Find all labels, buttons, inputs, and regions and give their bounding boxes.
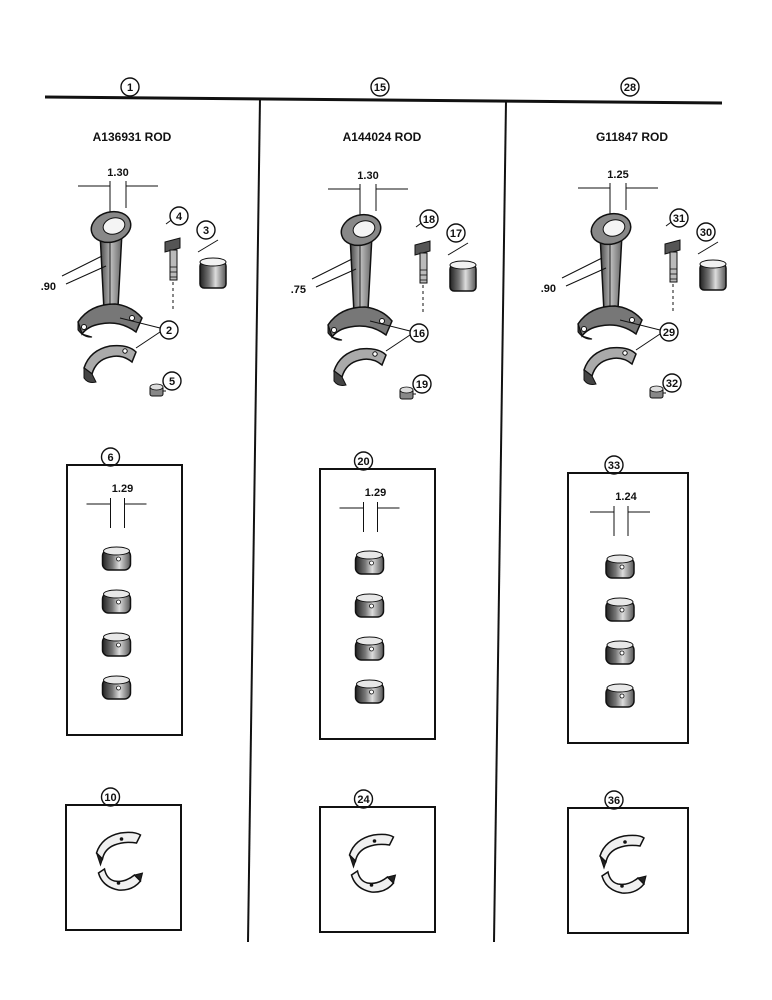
bolt-callout: 18 xyxy=(419,209,439,229)
leader-line xyxy=(119,317,161,329)
length-dimension: .75 xyxy=(291,284,306,296)
dimension-line xyxy=(315,268,357,288)
group-callout: 28 xyxy=(620,77,640,97)
bushing-set-frame xyxy=(319,468,436,740)
bearing-shells xyxy=(348,833,397,893)
bolt-callout: 4 xyxy=(169,206,189,226)
bushing-callout: 17 xyxy=(446,223,466,243)
cap-callout: 2 xyxy=(159,320,179,340)
bushing xyxy=(605,554,635,579)
group-callout-number: 1 xyxy=(127,82,133,94)
rod-title: A144024 ROD xyxy=(343,130,422,144)
bolt-callout: 31 xyxy=(669,208,689,228)
bushing-set-frame xyxy=(66,464,183,736)
bushing xyxy=(605,683,635,708)
dimension-line xyxy=(561,257,603,279)
group-callout: 15 xyxy=(370,77,390,97)
nut-callout: 32 xyxy=(662,373,682,393)
bushing xyxy=(101,546,132,571)
bearing-callout: 24 xyxy=(353,789,374,809)
bearing-shells xyxy=(95,831,144,891)
leader-line xyxy=(369,320,411,332)
pin-dimension: 1.30 xyxy=(107,167,128,179)
bolt-callout-number: 31 xyxy=(673,213,685,225)
column-divider xyxy=(493,100,507,943)
group-callout-number: 28 xyxy=(624,82,636,94)
cap-callout-number: 29 xyxy=(663,327,675,339)
bushing-set-callout: 20 xyxy=(353,451,374,471)
bearing-shells xyxy=(599,834,647,894)
bushing xyxy=(354,593,385,618)
leader-line xyxy=(135,331,161,349)
bushing xyxy=(101,675,132,700)
cap-callout: 29 xyxy=(659,322,679,342)
cap-callout: 16 xyxy=(409,323,429,343)
leader-line xyxy=(635,333,661,351)
dimension-line xyxy=(565,267,607,287)
bushing-callout-number: 17 xyxy=(450,228,462,240)
bearing-callout-number: 10 xyxy=(104,792,116,804)
bushing-set-callout-number: 20 xyxy=(357,456,369,468)
dimension-line xyxy=(61,255,103,277)
cap-callout-number: 2 xyxy=(166,325,172,337)
bushing xyxy=(605,640,635,665)
nut-callout-number: 19 xyxy=(416,379,428,391)
length-dimension: .90 xyxy=(541,283,556,295)
bushing-set-dimension: 1.24 xyxy=(615,491,637,503)
bearing-callout-number: 24 xyxy=(357,794,370,806)
bushing xyxy=(354,679,385,704)
leader-line xyxy=(697,241,719,255)
dimension-line xyxy=(311,258,353,280)
nut-callout: 19 xyxy=(412,374,432,394)
rod-title: A136931 ROD xyxy=(93,130,172,144)
bushing-set-dimension: 1.29 xyxy=(365,487,386,499)
column-divider xyxy=(247,97,261,943)
group-callout-number: 15 xyxy=(374,82,386,94)
bearing-callout-number: 36 xyxy=(608,795,620,807)
nut-callout-number: 32 xyxy=(666,378,678,390)
bearing-frame xyxy=(567,807,689,934)
bolt-callout-number: 18 xyxy=(423,214,435,226)
bushing-set-callout-number: 6 xyxy=(107,452,113,464)
bushing xyxy=(101,589,132,614)
bushing xyxy=(354,550,385,575)
bushing-set-callout-number: 33 xyxy=(608,460,620,472)
bushing-set-dimension: 1.29 xyxy=(112,483,133,495)
bushing-callout: 3 xyxy=(196,220,216,240)
bushing xyxy=(101,632,132,657)
bushing-callout-number: 30 xyxy=(700,227,712,239)
leader-line xyxy=(619,319,661,331)
bearing-frame xyxy=(65,804,182,931)
pin-dimension: 1.30 xyxy=(357,170,378,182)
bushing-callout: 30 xyxy=(696,222,716,242)
cap-callout-number: 16 xyxy=(413,328,425,340)
bushing-callout-number: 3 xyxy=(203,225,209,237)
bushing xyxy=(605,597,635,622)
leader-line xyxy=(197,239,219,253)
leader-line xyxy=(447,242,469,256)
length-dimension: .90 xyxy=(41,281,56,293)
bearing-callout: 36 xyxy=(604,790,624,810)
leader-line xyxy=(385,334,411,352)
rod-title: G11847 ROD xyxy=(596,130,668,144)
bearing-callout: 10 xyxy=(100,787,121,807)
bushing-set-callout: 6 xyxy=(100,447,121,467)
bushing-set-callout: 33 xyxy=(604,455,624,475)
bushing xyxy=(354,636,385,661)
nut-callout-number: 5 xyxy=(169,376,175,388)
group-callout: 1 xyxy=(120,77,140,97)
bolt-callout-number: 4 xyxy=(176,211,183,223)
pin-dimension: 1.25 xyxy=(607,169,628,181)
dimension-line xyxy=(65,265,107,285)
bearing-frame xyxy=(319,806,436,933)
top-rule xyxy=(44,95,723,105)
bushing-set-frame xyxy=(567,472,689,744)
nut-callout: 5 xyxy=(162,371,182,391)
